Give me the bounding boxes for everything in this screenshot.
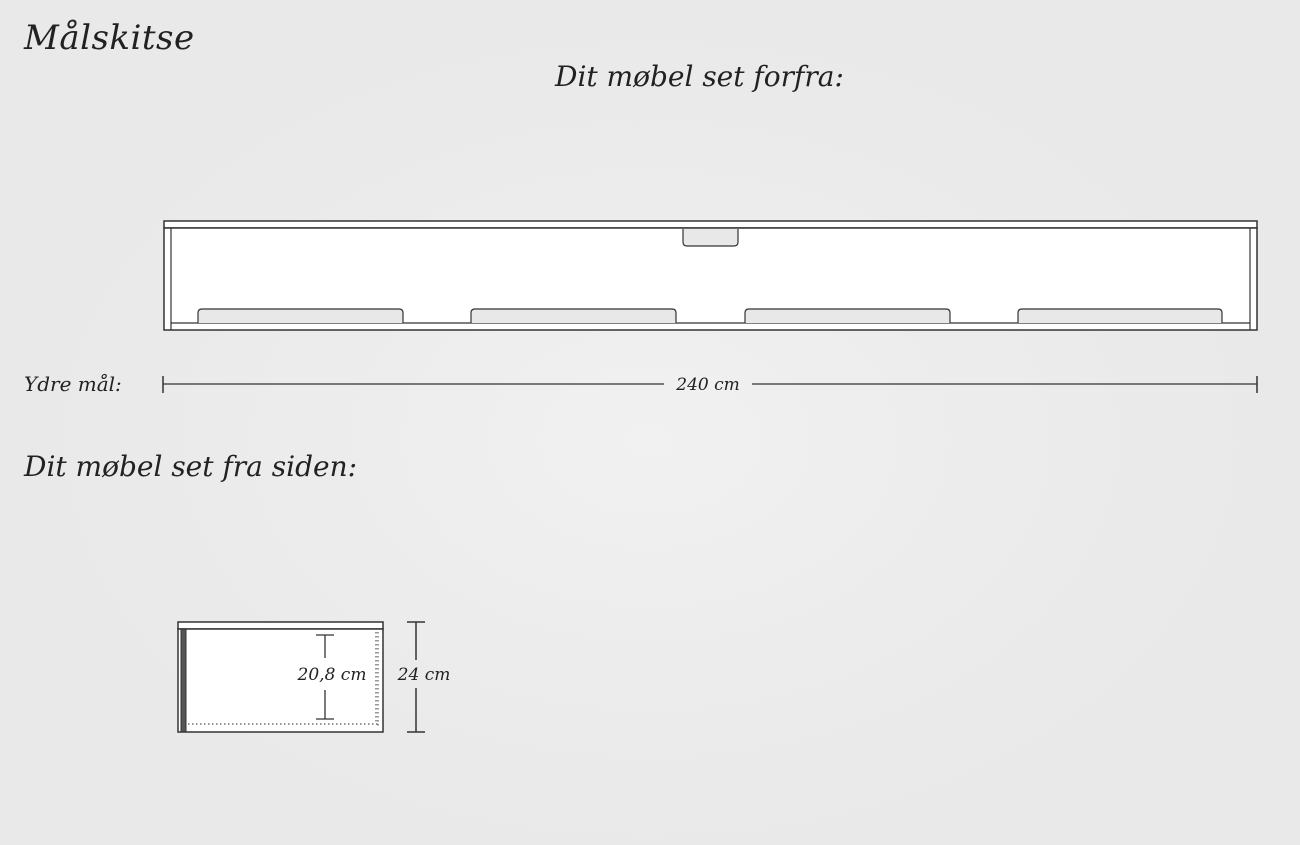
outer-height-label: 24 cm	[397, 665, 451, 685]
side-back-panel	[180, 628, 187, 733]
side-view-heading: Dit møbel set fra siden:	[24, 450, 358, 483]
bottom-slot	[470, 308, 677, 323]
shelf-front	[163, 220, 1258, 331]
width-dimension-label: 240 cm	[675, 375, 740, 395]
bottom-slot	[1017, 308, 1223, 323]
outer-dimensions-label: Ydre mål:	[24, 372, 122, 396]
mounting-bracket	[682, 229, 739, 247]
width-dimension: 240 cm	[162, 375, 1258, 395]
shelf-side: 20,8 cm 24 cm	[177, 621, 451, 733]
side-top-board	[177, 621, 384, 630]
bottom-slot	[197, 308, 404, 323]
shelf-top-board	[163, 220, 1258, 229]
inner-height-label: 20,8 cm	[297, 665, 367, 685]
side-body	[177, 628, 384, 733]
front-view-heading: Dit møbel set forfra:	[555, 60, 844, 93]
page-title: Målskitse	[24, 18, 195, 58]
bottom-slot	[744, 308, 951, 323]
